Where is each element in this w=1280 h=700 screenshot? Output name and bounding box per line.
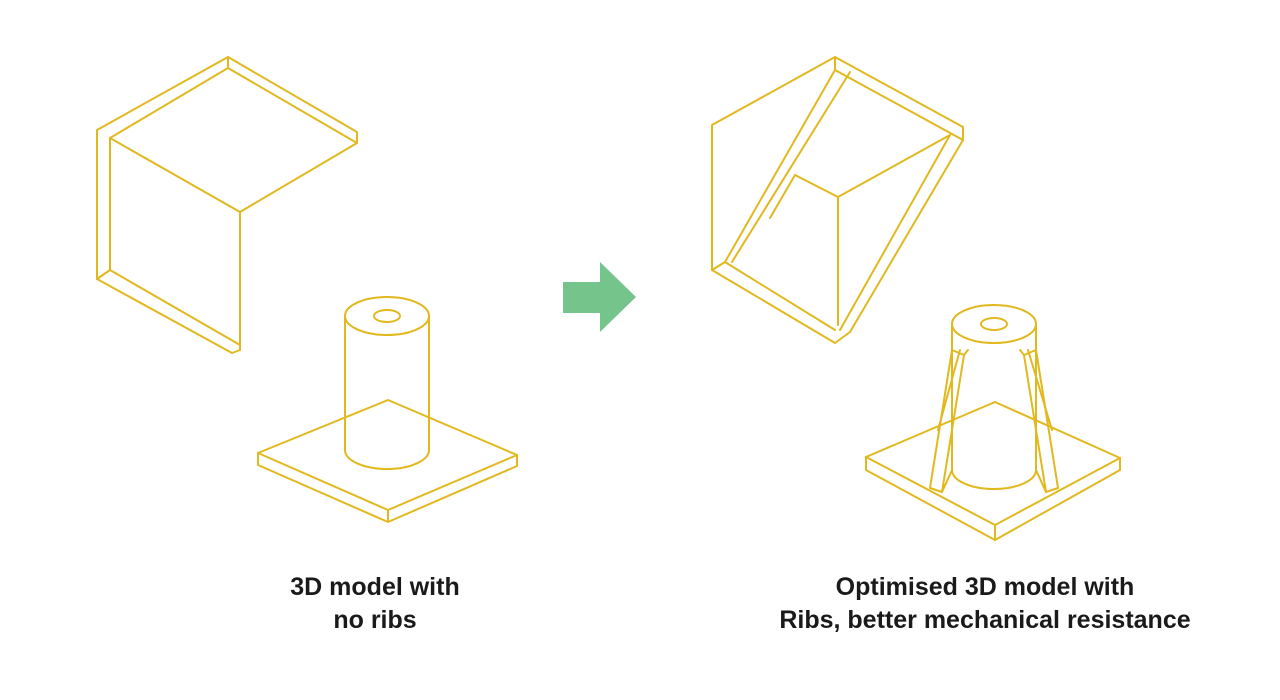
caption-with-ribs-line2: Ribs, better mechanical resistance (779, 606, 1191, 634)
caption-no-ribs: 3D model with no ribs (220, 571, 530, 637)
caption-with-ribs-line1: Optimised 3D model with (835, 573, 1135, 601)
caption-no-ribs-line2: no ribs (333, 606, 417, 634)
boss-no-ribs (257, 296, 518, 523)
bracket-with-rib (711, 56, 964, 344)
boss-with-ribs (865, 304, 1121, 541)
arrow-right-icon (563, 262, 636, 332)
bracket-no-ribs (96, 56, 358, 354)
caption-no-ribs-line1: 3D model with (290, 573, 460, 601)
caption-with-ribs: Optimised 3D model with Ribs, better mec… (730, 571, 1240, 637)
